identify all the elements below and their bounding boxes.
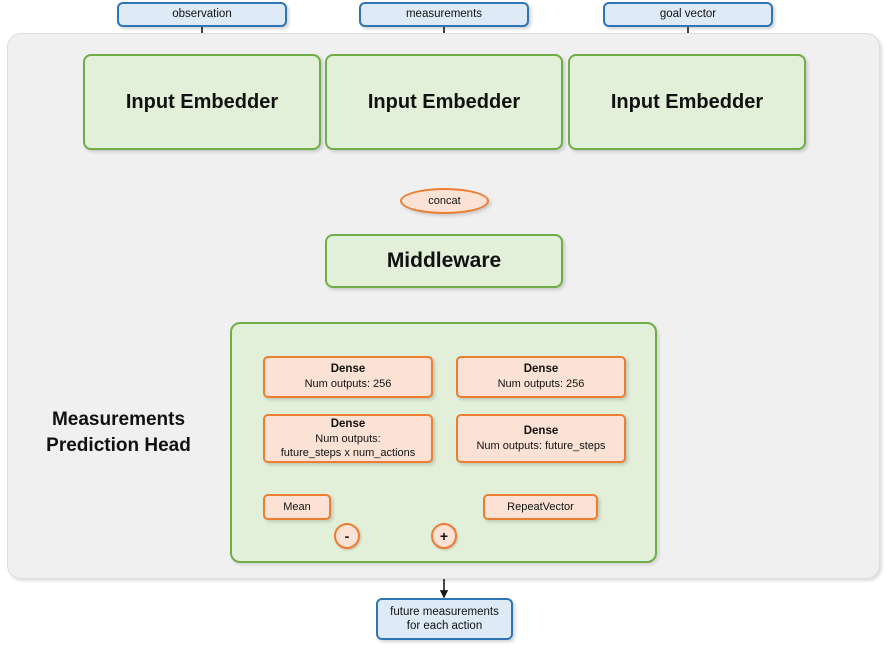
input-embedder-2-label: Input Embedder bbox=[367, 90, 521, 113]
subtract-operator[interactable]: - bbox=[334, 523, 360, 549]
right-dense-future-subtitle: Num outputs: future_steps bbox=[476, 439, 606, 452]
input-embedder-1-label: Input Embedder bbox=[125, 90, 279, 113]
middleware-label: Middleware bbox=[386, 249, 502, 272]
add-operator[interactable]: + bbox=[431, 523, 457, 549]
head-label-line-1: Measurements bbox=[51, 409, 186, 430]
head-label-line-2: Prediction Head bbox=[46, 434, 191, 456]
output-box-line-1: future measurements bbox=[390, 605, 499, 618]
input-box-observation[interactable]: observation bbox=[117, 2, 287, 27]
left-dense-future-subtitle-2: future_steps x num_actions bbox=[280, 446, 416, 459]
right-dense-future-steps[interactable]: Dense Num outputs: future_steps bbox=[456, 414, 626, 463]
mean-label: Mean bbox=[283, 500, 311, 513]
repeat-vector-node[interactable]: RepeatVector bbox=[483, 494, 598, 520]
left-dense-256-subtitle: Num outputs: 256 bbox=[304, 378, 392, 391]
input-box-goal-vector-label: goal vector bbox=[659, 8, 717, 21]
input-box-goal-vector[interactable]: goal vector bbox=[603, 2, 773, 27]
output-box-line-2: for each action bbox=[406, 620, 483, 632]
middleware-node[interactable]: Middleware bbox=[325, 234, 563, 288]
concat-node[interactable]: concat bbox=[400, 188, 489, 214]
concat-label: concat bbox=[428, 195, 461, 207]
input-embedder-3-label: Input Embedder bbox=[610, 90, 764, 113]
mean-node[interactable]: Mean bbox=[263, 494, 331, 520]
left-dense-future-steps-num-actions[interactable]: Dense Num outputs: future_steps x num_ac… bbox=[263, 414, 433, 463]
repeat-vector-label: RepeatVector bbox=[507, 500, 574, 513]
left-dense-future-subtitle-1: Num outputs: bbox=[315, 432, 381, 445]
right-dense-future-title: Dense bbox=[523, 424, 559, 437]
left-dense-256-title: Dense bbox=[330, 363, 366, 376]
measurements-prediction-head-label: Measurements Prediction Head bbox=[16, 407, 221, 458]
right-dense-256-subtitle: Num outputs: 256 bbox=[497, 378, 585, 391]
subtract-operator-label: - bbox=[344, 528, 350, 544]
left-dense-future-title: Dense bbox=[330, 417, 366, 430]
input-box-measurements[interactable]: measurements bbox=[359, 2, 529, 27]
right-dense-256-title: Dense bbox=[523, 363, 559, 376]
input-embedder-3[interactable]: Input Embedder bbox=[568, 54, 806, 150]
input-embedder-1[interactable]: Input Embedder bbox=[83, 54, 321, 150]
input-box-observation-label: observation bbox=[172, 8, 232, 21]
right-dense-256[interactable]: Dense Num outputs: 256 bbox=[456, 356, 626, 398]
left-dense-256[interactable]: Dense Num outputs: 256 bbox=[263, 356, 433, 398]
output-box-future-measurements[interactable]: future measurements for each action bbox=[376, 598, 513, 640]
input-box-measurements-label: measurements bbox=[405, 8, 483, 21]
input-embedder-2[interactable]: Input Embedder bbox=[325, 54, 563, 150]
add-operator-label: + bbox=[439, 528, 449, 544]
